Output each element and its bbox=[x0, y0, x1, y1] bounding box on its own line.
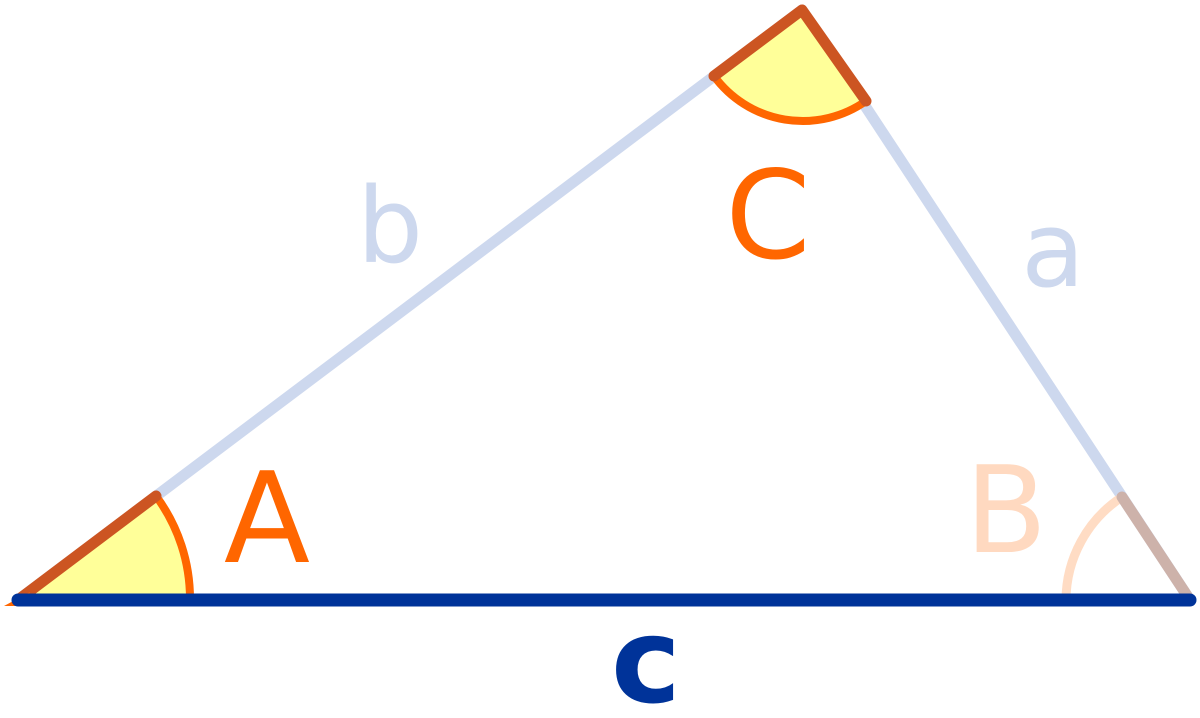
label-vertex-a: A bbox=[224, 445, 310, 592]
angle-c-wedge bbox=[714, 10, 866, 122]
label-side-b: b bbox=[357, 165, 423, 287]
angle-c-arc bbox=[710, 73, 869, 126]
label-vertex-c: C bbox=[725, 145, 810, 287]
label-vertex-b: B bbox=[965, 442, 1047, 581]
angle-b-arc bbox=[1061, 493, 1125, 601]
label-side-a: a bbox=[1021, 189, 1085, 311]
angle-a-arc bbox=[152, 493, 195, 601]
angle-c-edges bbox=[708, 4, 872, 107]
angle-b-edge bbox=[1116, 491, 1196, 606]
angle-a-edge bbox=[12, 490, 162, 606]
label-side-c: c bbox=[611, 592, 681, 718]
